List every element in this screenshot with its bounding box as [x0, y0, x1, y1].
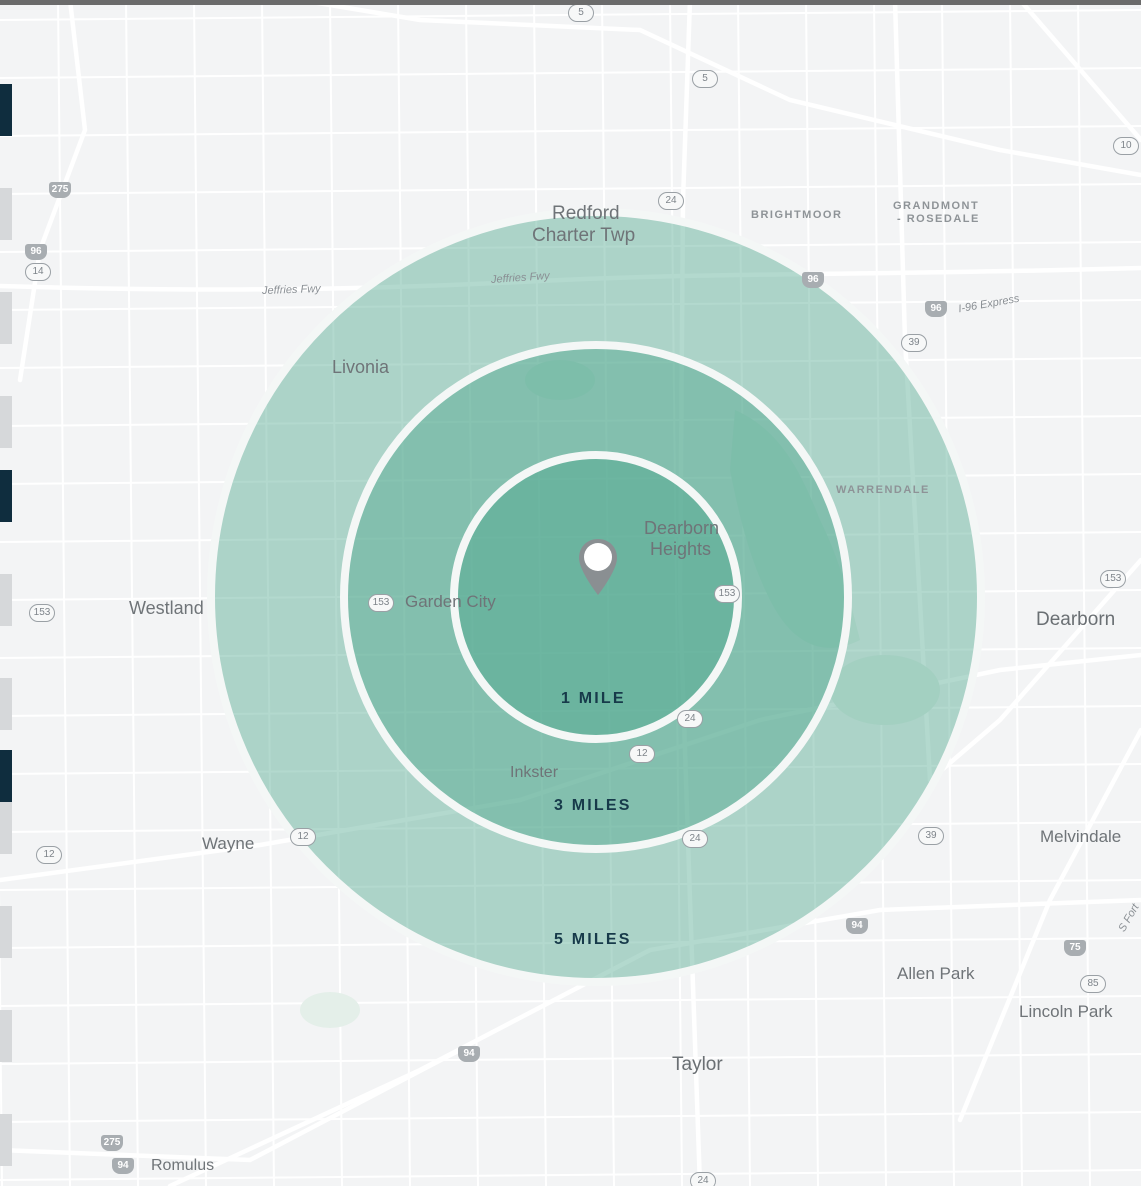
- sidebar-tab-3[interactable]: [0, 292, 12, 344]
- place-label-dearborn-heights-1: Dearborn: [644, 518, 720, 538]
- route-shield: 24: [682, 830, 708, 848]
- route-shield: 153: [714, 585, 740, 603]
- sidebar-tab-8[interactable]: [0, 750, 12, 802]
- route-shield: 14: [25, 263, 51, 281]
- place-label-melvindale: Melvindale: [1040, 827, 1122, 846]
- route-shield: 5: [692, 70, 718, 88]
- interstate-shield: 96: [802, 272, 824, 288]
- place-label-westland: Westland: [129, 598, 204, 618]
- sidebar-tab-2[interactable]: [0, 188, 12, 240]
- place-label-inkster: Inkster: [510, 764, 559, 781]
- place-label-wayne: Wayne: [202, 834, 255, 853]
- road-label-jeffries-west: Jeffries Fwy: [261, 282, 321, 298]
- route-shield: 39: [901, 334, 927, 352]
- sidebar-tab-12[interactable]: [0, 1114, 12, 1166]
- place-label-garden-city: Garden City: [405, 592, 496, 611]
- sidebar-tab-1[interactable]: [0, 84, 12, 136]
- place-label-lincoln-park: Lincoln Park: [1019, 1002, 1113, 1021]
- sidebar-tab-6[interactable]: [0, 574, 12, 626]
- interstate-shield: 275: [49, 182, 71, 198]
- route-shield: 12: [290, 828, 316, 846]
- place-label-livonia: Livonia: [332, 357, 390, 377]
- place-label-romulus: Romulus: [151, 1157, 215, 1174]
- sidebar-tab-5[interactable]: [0, 470, 12, 522]
- interstate-shield: 94: [846, 918, 868, 934]
- interstate-shield: 75: [1064, 940, 1086, 956]
- neighborhood-label-brightmoor: BRIGHTMOOR: [751, 209, 843, 221]
- sidebar-tab-10[interactable]: [0, 906, 12, 958]
- top-bar: [0, 0, 1141, 5]
- place-label-redford-twp: Charter Twp: [532, 225, 636, 246]
- route-shield: 24: [658, 192, 684, 210]
- sidebar-tab-4[interactable]: [0, 396, 12, 448]
- place-label-allen-park: Allen Park: [897, 964, 975, 983]
- radius-ring-5-mile: [207, 208, 985, 986]
- route-shield: 153: [29, 604, 55, 622]
- route-shield: 12: [629, 745, 655, 763]
- place-label-taylor: Taylor: [672, 1054, 723, 1075]
- sidebar-tab-11[interactable]: [0, 1010, 12, 1062]
- route-shield: 24: [677, 710, 703, 728]
- radius-label-1-mile: 1 MILE: [561, 690, 626, 707]
- place-label-redford: Redford: [552, 203, 620, 224]
- neighborhood-label-grandmont: GRANDMONT: [893, 200, 980, 212]
- route-shield: 5: [568, 4, 594, 22]
- interstate-shield: 275: [101, 1135, 123, 1151]
- route-shield: 153: [368, 594, 394, 612]
- radius-label-3-miles: 3 MILES: [554, 797, 632, 814]
- sidebar-tab-9[interactable]: [0, 802, 12, 854]
- sidebar-tab-7[interactable]: [0, 678, 12, 730]
- place-label-dearborn: Dearborn: [1036, 609, 1116, 630]
- interstate-shield: 96: [25, 244, 47, 260]
- radius-label-5-miles: 5 MILES: [554, 931, 632, 948]
- interstate-shield: 96: [925, 301, 947, 317]
- route-shield: 12: [36, 846, 62, 864]
- interstate-shield: 94: [112, 1158, 134, 1174]
- route-shield: 85: [1080, 975, 1106, 993]
- route-shield: 153: [1100, 570, 1126, 588]
- route-shield: 24: [690, 1172, 716, 1186]
- route-shield: 39: [918, 827, 944, 845]
- route-shield: 10: [1113, 137, 1139, 155]
- radius-ring-3-mile: [340, 341, 852, 853]
- neighborhood-label-rosedale: - ROSEDALE: [897, 213, 980, 225]
- place-label-dearborn-heights-2: Heights: [650, 539, 712, 559]
- interstate-shield: 94: [458, 1046, 480, 1062]
- neighborhood-label-warrendale: WARRENDALE: [836, 484, 930, 496]
- location-pin-icon[interactable]: [576, 537, 620, 599]
